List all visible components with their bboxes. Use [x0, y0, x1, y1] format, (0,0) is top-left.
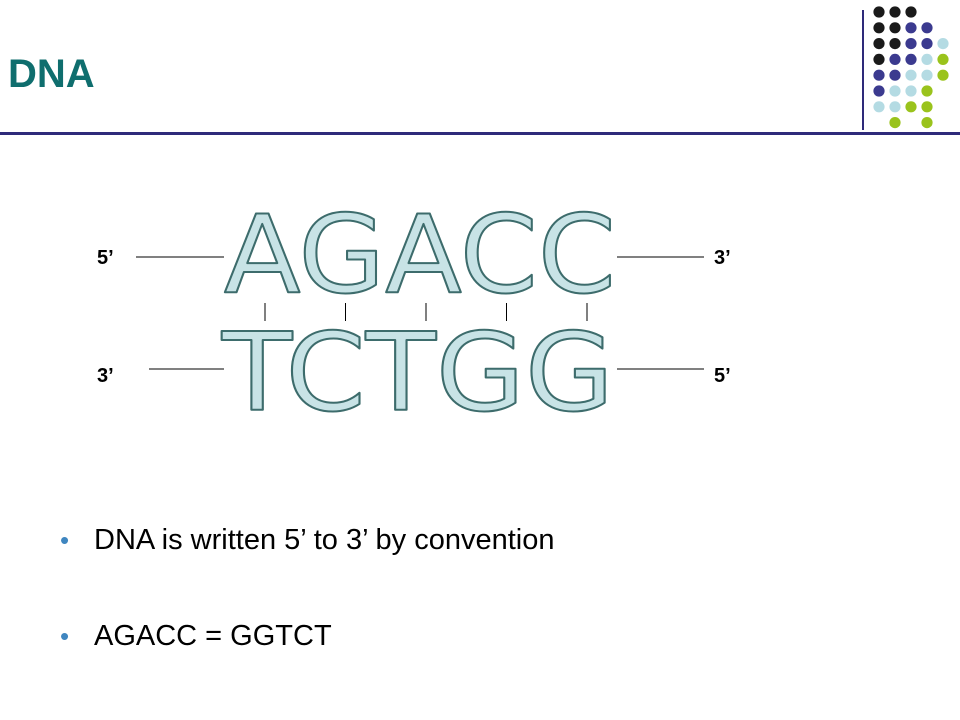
- decor-dot: [921, 53, 933, 65]
- decor-dot: [889, 53, 901, 65]
- decor-dot: [905, 85, 917, 97]
- bottom-strand-sequence: TCTGG: [221, 311, 614, 436]
- bullet-text: AGACC = GGTCT: [94, 620, 332, 652]
- decor-dot: [921, 117, 933, 129]
- title-divider: [0, 132, 960, 135]
- bullet-list: • DNA is written 5’ to 3’ by convention …: [60, 518, 554, 710]
- page-title: DNA: [8, 52, 95, 96]
- decor-dot: [921, 69, 933, 81]
- decor-dot-grid: [873, 6, 949, 129]
- decor-dot: [937, 38, 949, 50]
- decor-dot: [937, 69, 949, 81]
- decor-dot: [937, 53, 949, 65]
- decor-dot: [921, 101, 933, 113]
- decor-dot: [889, 85, 901, 97]
- decor-dot: [905, 53, 917, 65]
- decor-dot: [873, 53, 885, 65]
- decor-dot: [921, 38, 933, 50]
- top-strand-left-label: 5’: [97, 247, 114, 269]
- bullet-item: • DNA is written 5’ to 3’ by convention: [60, 518, 554, 562]
- top-strand-right-label: 3’: [714, 247, 731, 269]
- bottom-strand-right-label: 5’: [714, 365, 731, 387]
- decor-dot: [889, 117, 901, 129]
- decor-dot: [889, 69, 901, 81]
- decor-dot: [905, 38, 917, 50]
- bullet-text: DNA is written 5’ to 3’ by convention: [94, 524, 555, 556]
- decor-dot: [905, 22, 917, 34]
- decor-vertical-divider: [862, 10, 864, 130]
- top-strand-sequence: AGACC: [224, 193, 616, 318]
- decor-dot: [905, 101, 917, 113]
- decor-dot: [873, 85, 885, 97]
- decor-dot: [873, 22, 885, 34]
- decor-dot: [873, 6, 885, 18]
- decor-dot: [873, 69, 885, 81]
- decor-dot: [889, 22, 901, 34]
- bullet-item: • AGACC = GGTCT: [60, 614, 554, 658]
- decor-dot: [921, 22, 933, 34]
- decor-dot: [873, 101, 885, 113]
- base-pair-ticks: [264, 303, 588, 321]
- decor-dot: [905, 69, 917, 81]
- decor-dot: [889, 101, 901, 113]
- decor-dot: [873, 38, 885, 50]
- bottom-strand-left-label: 3’: [97, 365, 114, 387]
- decor-dot: [889, 38, 901, 50]
- decor-dot: [889, 6, 901, 18]
- decor-dot: [921, 85, 933, 97]
- bullet-icon: •: [60, 621, 70, 651]
- bullet-icon: •: [60, 525, 70, 555]
- decor-dot: [905, 6, 917, 18]
